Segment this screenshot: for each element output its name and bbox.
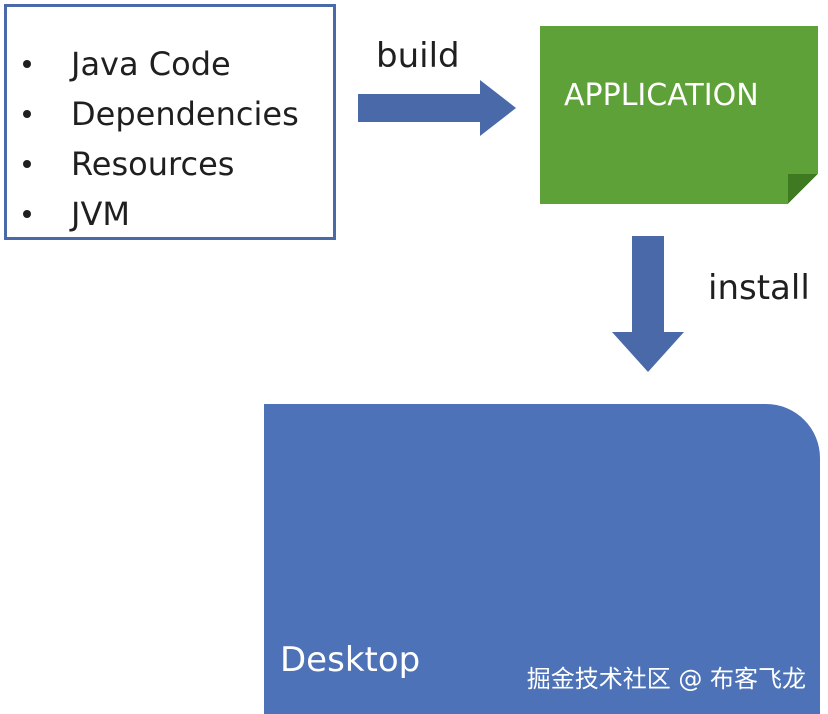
build-arrow-icon (358, 80, 516, 136)
bullet-icon (23, 210, 31, 218)
source-item-jvm: JVM (23, 189, 299, 239)
source-box: Java Code Dependencies Resources JVM (4, 4, 336, 240)
source-item-java-code: Java Code (23, 39, 299, 89)
desktop-box: Desktop 掘金技术社区 @ 布客飞龙 (264, 404, 820, 714)
page-fold-icon (788, 174, 818, 204)
install-arrow-icon (612, 236, 684, 372)
desktop-title: Desktop (280, 640, 421, 680)
source-item-label: Java Code (71, 45, 231, 83)
application-title: APPLICATION (564, 78, 759, 113)
application-box: APPLICATION (540, 26, 818, 204)
watermark: 掘金技术社区 @ 布客飞龙 (526, 665, 806, 693)
source-item-label: JVM (71, 195, 130, 233)
bullet-icon (23, 160, 31, 168)
source-item-label: Resources (71, 145, 235, 183)
bullet-icon (23, 60, 31, 68)
bullet-icon (23, 110, 31, 118)
install-label: install (708, 268, 810, 308)
source-item-dependencies: Dependencies (23, 89, 299, 139)
build-label: build (376, 36, 460, 76)
source-list: Java Code Dependencies Resources JVM (23, 39, 299, 239)
source-item-label: Dependencies (71, 95, 299, 133)
source-item-resources: Resources (23, 139, 299, 189)
